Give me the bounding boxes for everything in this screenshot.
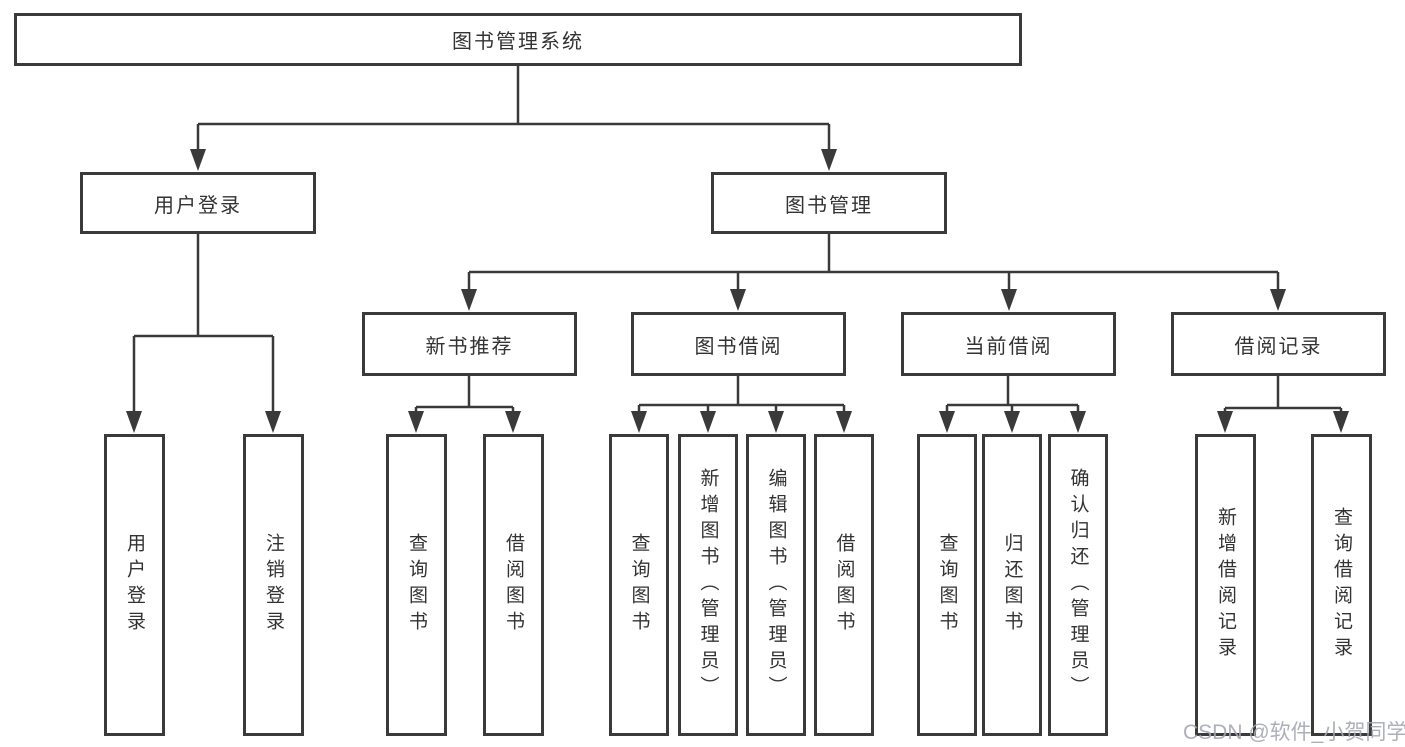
leaf-add-borrow-record: 新增借阅记录 bbox=[1195, 434, 1256, 736]
leaf-confirm-return-admin: 确认归还（管理员） bbox=[1048, 434, 1108, 736]
node-book-management: 图书管理 bbox=[711, 172, 947, 234]
node-book-borrowing: 图书借阅 bbox=[631, 312, 846, 376]
node-new-book-recommendation: 新书推荐 bbox=[362, 312, 577, 376]
node-library-management-system: 图书管理系统 bbox=[14, 13, 1022, 66]
leaf-return-books: 归还图书 bbox=[982, 434, 1042, 736]
leaf-logout: 注销登录 bbox=[243, 434, 304, 736]
watermark-text: CSDN @软件_小贺同学 bbox=[1183, 721, 1405, 744]
leaf-add-books-admin: 新增图书（管理员） bbox=[678, 434, 738, 736]
node-current-borrowing: 当前借阅 bbox=[901, 312, 1116, 376]
leaf-query-books: 查询图书 bbox=[609, 434, 669, 736]
node-user-login: 用户登录 bbox=[80, 172, 316, 234]
arrowheads bbox=[126, 149, 1349, 433]
leaf-user-login: 用户登录 bbox=[104, 434, 165, 736]
leaf-borrow-books: 借阅图书 bbox=[483, 434, 544, 736]
leaf-query-books: 查询图书 bbox=[386, 434, 447, 736]
leaf-edit-books-admin: 编辑图书（管理员） bbox=[746, 434, 806, 736]
leaf-query-books: 查询图书 bbox=[917, 434, 977, 736]
leaf-borrow-books: 借阅图书 bbox=[814, 434, 874, 736]
leaf-query-borrow-record: 查询借阅记录 bbox=[1311, 434, 1372, 736]
node-borrowing-records: 借阅记录 bbox=[1171, 312, 1386, 376]
